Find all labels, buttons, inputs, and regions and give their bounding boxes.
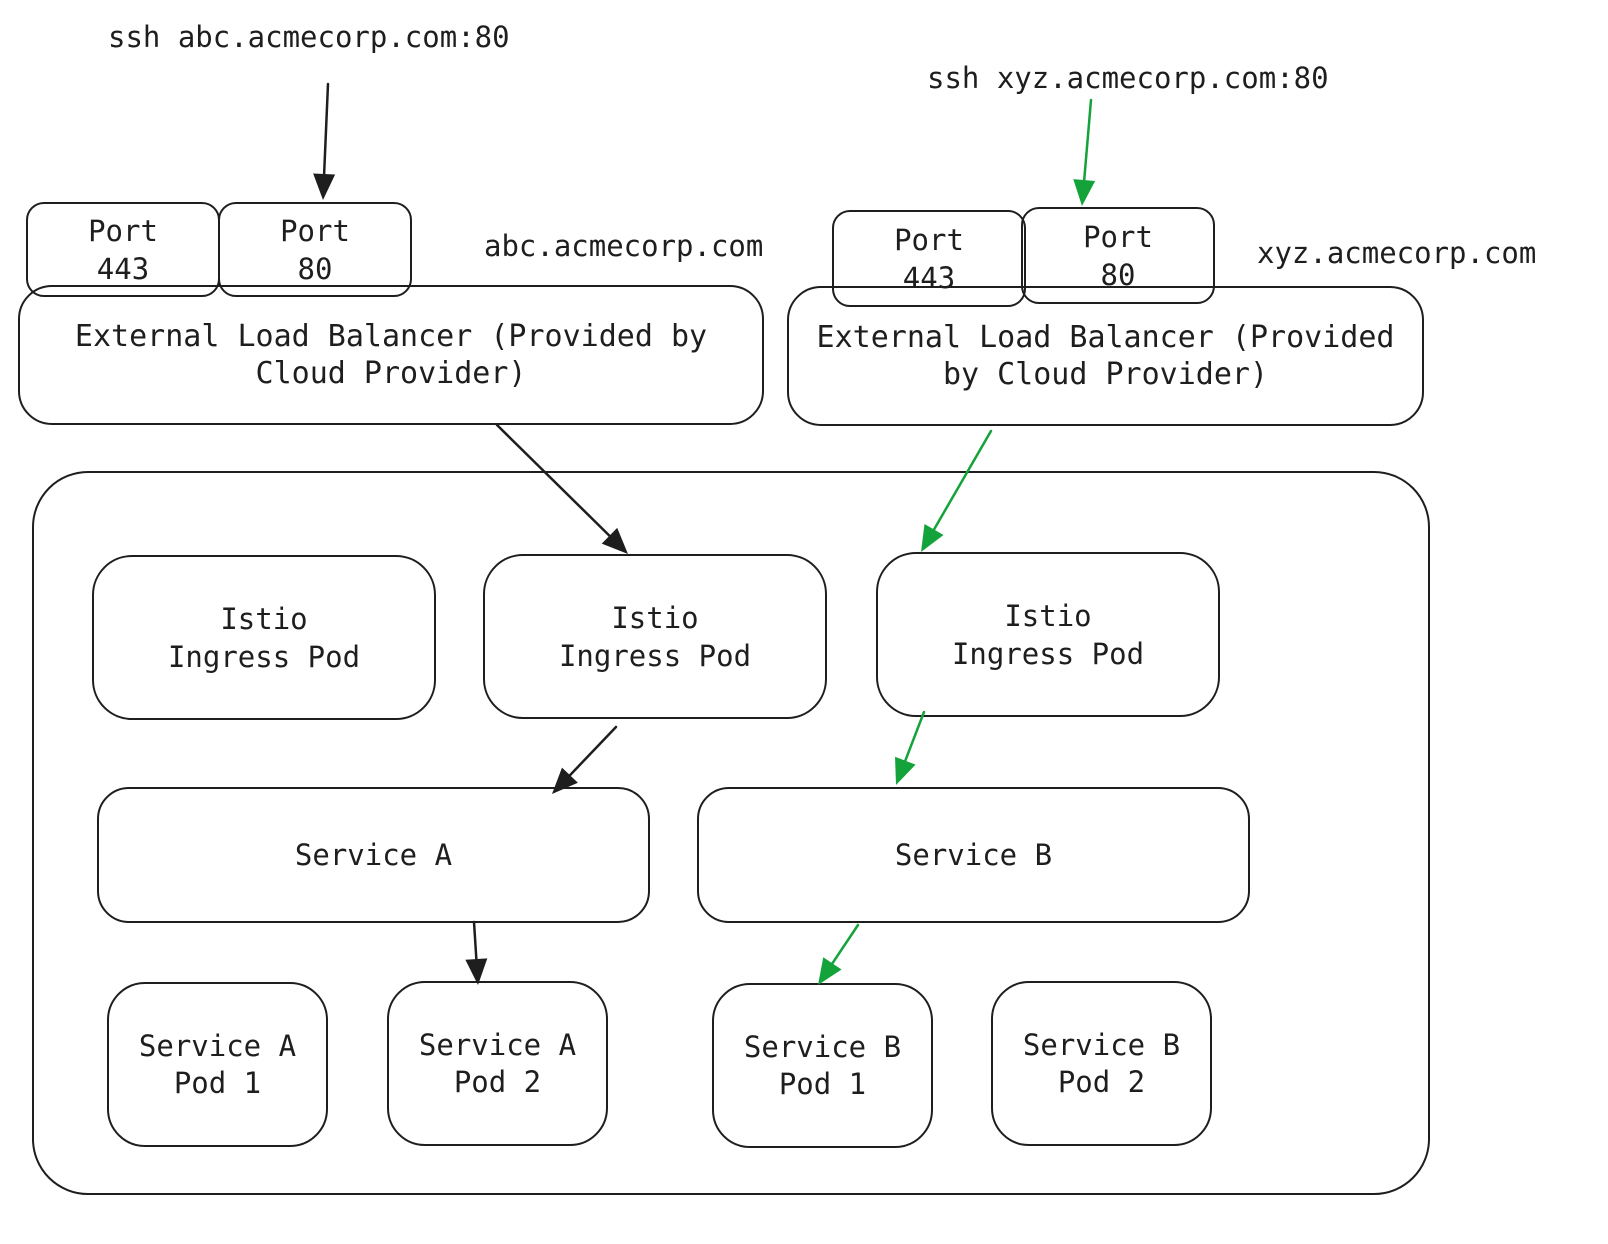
- istio-ingress-pod-3: Istio Ingress Pod: [876, 552, 1220, 717]
- arrow-ssh-abc-to-port-80: [313, 82, 336, 200]
- ssh-command-xyz: ssh xyz.acmecorp.com:80: [927, 61, 1329, 95]
- istio-ingress-pod-1: Istio Ingress Pod: [92, 555, 436, 720]
- service-a-pod-1: Service A Pod 1: [107, 982, 328, 1147]
- port-80-xyz: Port 80: [1021, 207, 1215, 304]
- cluster-boundary: [32, 471, 1430, 1195]
- service-a-pod-2: Service A Pod 2: [387, 981, 608, 1146]
- arrow-ingress-pod-3-to-service-b: [895, 710, 926, 785]
- arrow-ingress-pod-2-to-service-a: [552, 725, 618, 794]
- arrow-service-b-to-pod-1: [818, 923, 860, 985]
- service-b: Service B: [697, 787, 1250, 923]
- istio-ingress-pod-2: Istio Ingress Pod: [483, 554, 827, 719]
- service-b-pod-1: Service B Pod 1: [712, 983, 933, 1148]
- arrow-service-a-to-pod-2: [465, 920, 488, 985]
- load-balancer-abc: External Load Balancer (Provided by Clou…: [18, 285, 764, 425]
- service-b-pod-2: Service B Pod 2: [991, 981, 1212, 1146]
- domain-label-abc: abc.acmecorp.com: [484, 229, 764, 263]
- port-443-xyz: Port 443: [832, 210, 1026, 307]
- arrow-ssh-xyz-to-port-80: [1073, 98, 1096, 206]
- load-balancer-xyz: External Load Balancer (Provided by Clou…: [787, 286, 1424, 426]
- port-80-abc: Port 80: [218, 202, 412, 297]
- ssh-command-abc: ssh abc.acmecorp.com:80: [108, 20, 510, 54]
- service-a: Service A: [97, 787, 650, 923]
- domain-label-xyz: xyz.acmecorp.com: [1257, 236, 1537, 270]
- arrow-lb-xyz-to-ingress-pod-3: [921, 429, 993, 552]
- arrow-lb-abc-to-ingress-pod-2: [495, 423, 628, 554]
